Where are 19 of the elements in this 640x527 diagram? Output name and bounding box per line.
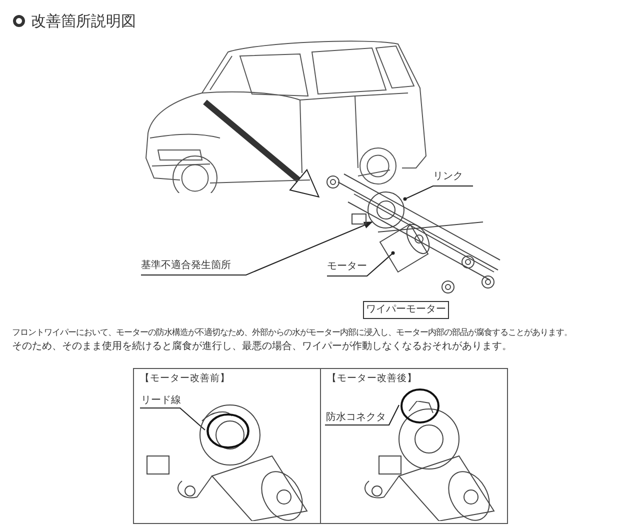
title: 改善箇所説明図 xyxy=(31,12,136,30)
callout-label: 基準不適合発生箇所 xyxy=(141,259,231,273)
leader-line xyxy=(325,404,400,426)
callout-label: モーター xyxy=(327,260,367,274)
leader-line xyxy=(141,222,373,276)
leader-line xyxy=(327,251,395,277)
leader-line xyxy=(140,407,206,430)
panel-heading: 【モーター改善前】 xyxy=(140,372,230,386)
pointer-arrow xyxy=(203,100,320,198)
comparison-panel xyxy=(133,368,321,524)
description-text: そのため、そのまま使用を続けると腐食が進行し、最悪の場合、ワイパーが作動しなくなるおそれがあります。 xyxy=(12,340,512,354)
comparison-panel xyxy=(320,368,508,524)
panel-heading: 【モーター改善後】 xyxy=(327,372,417,386)
description-text: フロントワイパーにおいて、モーターの防水構造が不適切なため、外部からの水がモーター内部に浸入し、モーター内部の部品が腐食することがあります。 xyxy=(12,326,572,339)
callout-label: リンク xyxy=(433,170,463,184)
leader-line xyxy=(403,185,473,201)
callout-label: 防水コネクタ xyxy=(326,411,386,425)
part-label-box: ワイパーモーター xyxy=(363,301,449,319)
callout-label: リード線 xyxy=(141,394,181,408)
